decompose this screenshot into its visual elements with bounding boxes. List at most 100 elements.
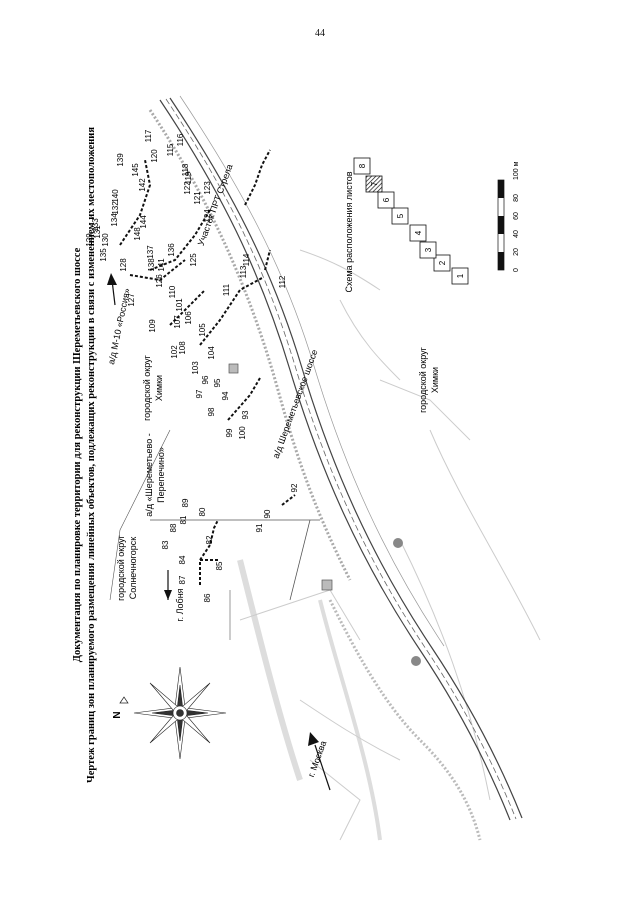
point-label-135: 135 — [99, 248, 108, 262]
sheet-box-3: 3 — [419, 241, 437, 259]
sheet-number-6: 6 — [382, 197, 391, 202]
point-label-90: 90 — [263, 509, 272, 518]
point-label-96: 96 — [201, 375, 210, 384]
road-sher-label-2: Перепечино» — [156, 447, 166, 503]
sheet-number-3: 3 — [424, 247, 433, 252]
m10-arrow-icon — [107, 273, 117, 306]
point-label-86: 86 — [203, 593, 212, 602]
point-label-130: 130 — [101, 233, 110, 247]
point-label-126: 126 — [155, 274, 164, 288]
point-label-141: 141 — [157, 258, 166, 272]
scale-tick-1: 20 — [513, 248, 520, 256]
lobnya-label: г. Лобня — [175, 588, 185, 621]
zone-boundaries — [119, 149, 296, 585]
point-label-107: 107 — [173, 315, 182, 329]
river-band — [328, 599, 482, 841]
point-label-132: 132 — [111, 201, 120, 215]
point-label-125: 125 — [189, 253, 198, 267]
point-label-127: 127 — [127, 293, 136, 307]
point-label-102: 102 — [170, 345, 179, 359]
solnechnogorsk-label-2: Солнечногорск — [128, 537, 138, 599]
sheet-box-5: 5 — [391, 207, 409, 225]
point-label-117: 117 — [144, 129, 153, 142]
point-label-110: 110 — [168, 285, 177, 298]
sheet-box-8: 8 — [353, 157, 371, 175]
point-label-129: 129 — [85, 233, 94, 247]
scale-tick-4: 80 — [513, 194, 520, 202]
point-label-82: 82 — [205, 535, 214, 544]
point-label-80: 80 — [198, 507, 207, 516]
title-line-1: Документация по планировке территории дл… — [72, 247, 83, 662]
point-label-87: 87 — [178, 575, 187, 584]
lobnya-arrow-icon — [164, 570, 172, 600]
point-label-121: 121 — [193, 191, 202, 205]
point-label-120: 120 — [150, 149, 159, 163]
point-label-145: 145 — [131, 163, 140, 177]
sheet-box-2: 2 — [433, 254, 451, 272]
scale-tick-0: 0 — [513, 268, 520, 272]
point-label-91: 91 — [255, 523, 264, 532]
point-label-109: 109 — [148, 319, 157, 333]
scale-ticks: 0 20 40 60 80 100 м — [513, 161, 520, 272]
point-label-101: 101 — [175, 298, 184, 312]
compass-rose-icon: N — [112, 666, 227, 760]
point-label-144: 144 — [139, 215, 148, 229]
point-label-108: 108 — [178, 341, 187, 355]
scheme-title: Схема расположения листов — [344, 171, 354, 292]
point-label-104: 104 — [207, 346, 216, 360]
point-label-84: 84 — [178, 555, 187, 564]
point-label-111: 111 — [222, 283, 231, 296]
page-number: 44 — [315, 28, 325, 39]
point-label-83: 83 — [161, 540, 170, 549]
sheet-number-1: 1 — [456, 273, 465, 278]
point-label-97: 97 — [195, 389, 204, 398]
point-label-116: 116 — [176, 133, 185, 146]
khimki-label-a-2: Химки — [154, 375, 164, 401]
point-label-123: 123 — [203, 181, 212, 195]
point-label-118: 118 — [181, 163, 190, 176]
point-label-115: 115 — [166, 143, 175, 156]
point-label-133: 133 — [91, 218, 100, 232]
base-map — [150, 249, 541, 841]
sheet-box-4: 4 — [409, 224, 427, 242]
point-label-136: 136 — [167, 243, 176, 257]
sheet-number-4: 4 — [414, 230, 423, 235]
title-line-2: Чертеж границ зон планируемого размещени… — [86, 127, 97, 783]
point-label-114: 114 — [242, 253, 251, 266]
point-label-113: 113 — [239, 265, 248, 278]
point-label-134: 134 — [110, 213, 119, 227]
scale-tick-2: 40 — [513, 230, 520, 238]
point-label-106: 106 — [184, 311, 193, 325]
district-border — [109, 429, 171, 601]
khimki-label-b-1: городской округ — [418, 346, 428, 413]
point-label-95: 95 — [213, 378, 222, 387]
sheet-number-7: 7 — [370, 181, 379, 186]
point-label-124: 124 — [203, 209, 212, 223]
sheet-boxes: 123 4 5 6 7 8 — [353, 157, 469, 285]
khimki-label-b-2: Химки — [430, 367, 440, 393]
point-label-98: 98 — [207, 407, 216, 416]
sheet-number-8: 8 — [358, 163, 367, 168]
sheet-number-5: 5 — [396, 213, 405, 218]
point-label-85: 85 — [215, 561, 224, 570]
point-label-137: 137 — [146, 245, 155, 259]
scale-tick-5: 100 м — [513, 161, 520, 180]
point-label-99: 99 — [225, 428, 234, 437]
point-label-139: 139 — [116, 153, 125, 167]
point-label-148: 148 — [133, 227, 142, 241]
scale-bar: 0 20 40 60 80 100 м — [497, 161, 520, 272]
point-label-112: 112 — [278, 275, 287, 288]
point-label-94: 94 — [221, 391, 230, 400]
point-label-142: 142 — [138, 178, 147, 192]
point-label-100: 100 — [238, 426, 247, 440]
point-label-140: 140 — [111, 189, 120, 203]
point-label-138: 138 — [147, 258, 156, 272]
point-label-119: 119 — [184, 171, 193, 184]
sheremetyevo-highway — [159, 95, 523, 821]
scale-tick-3: 60 — [513, 212, 520, 220]
point-label-131: 131 — [93, 225, 102, 239]
point-label-81: 81 — [179, 515, 188, 524]
